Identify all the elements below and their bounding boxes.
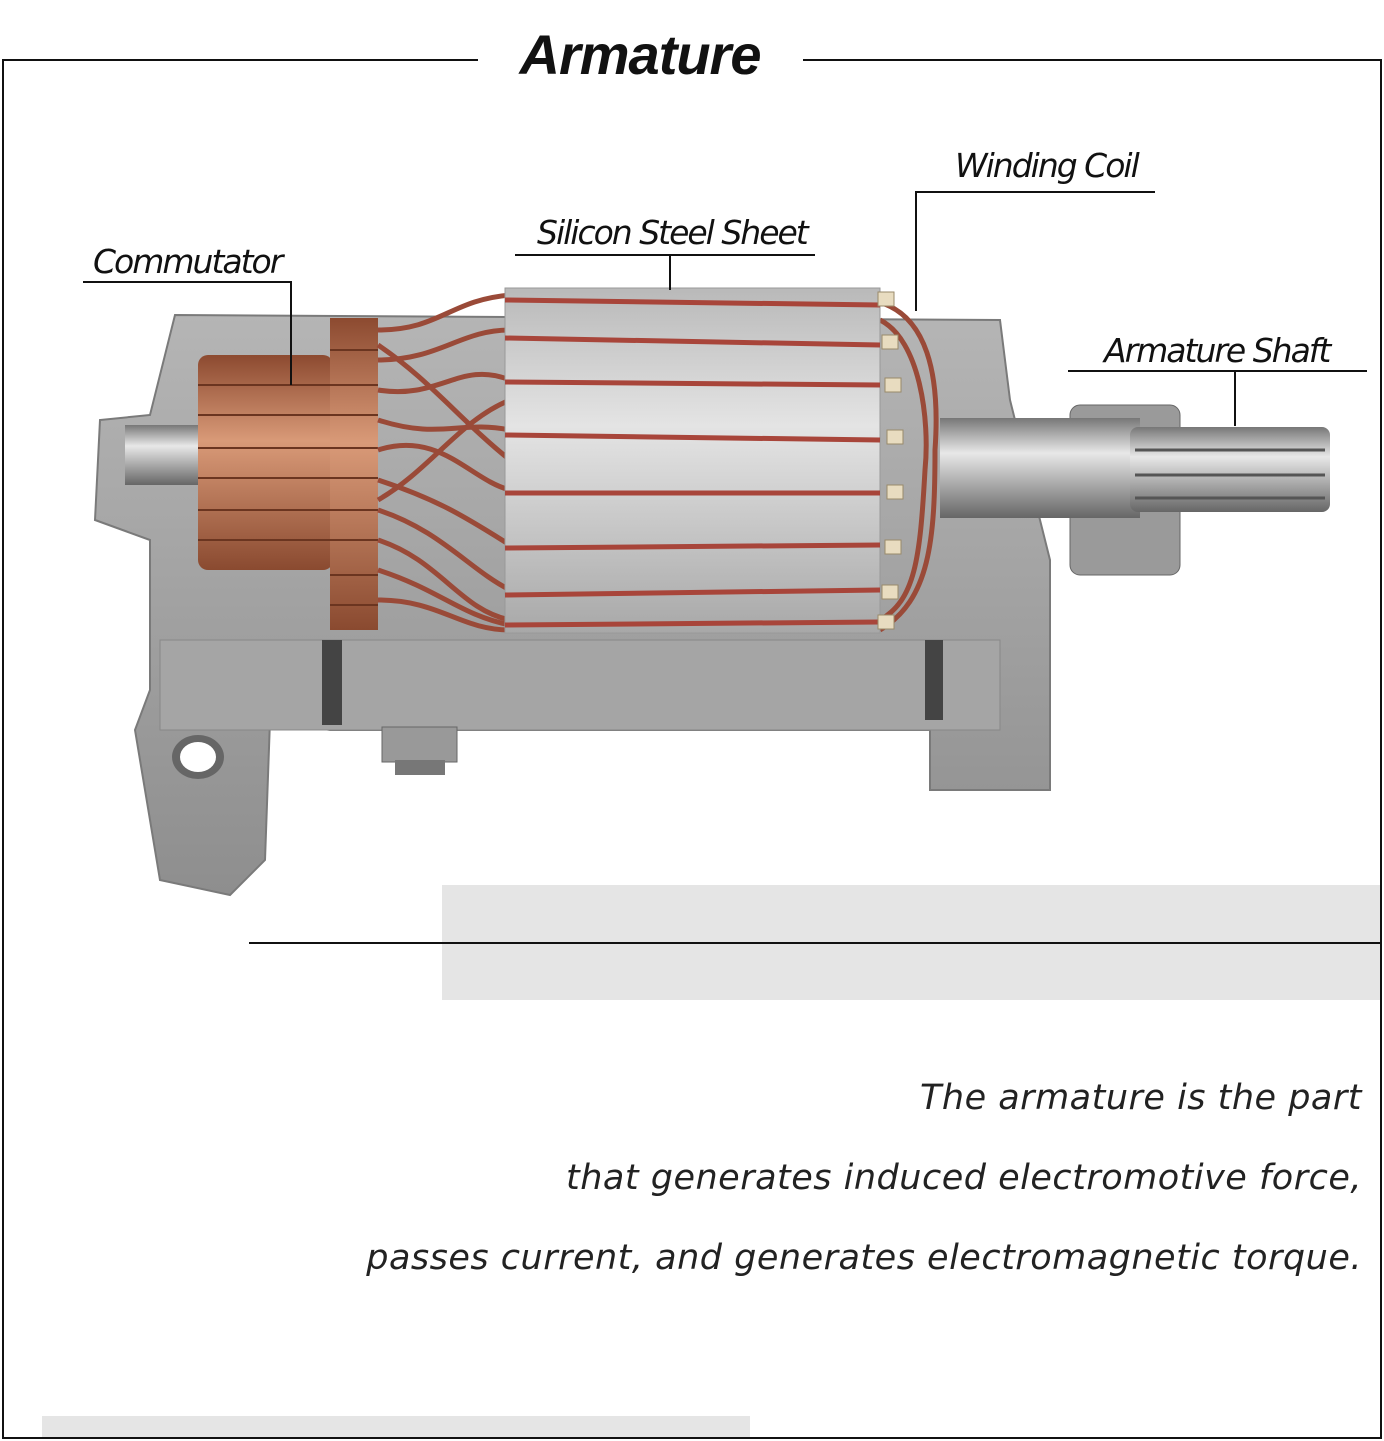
callout-line-commutator [83,281,292,283]
label-silicon-steel-sheet: Silicon Steel Sheet [537,213,809,252]
callout-line-armature-shaft [1068,370,1367,372]
description-line-3: passes current, and generates electromag… [366,1238,1362,1278]
description-line-1: The armature is the part [920,1078,1362,1118]
description-line-2: that generates induced electromotive for… [566,1158,1362,1198]
callout-line-winding-coil [915,191,1155,193]
callout-pointer-silicon-steel-sheet [669,254,671,290]
bottom-band [42,1416,750,1437]
armature-shaft [125,404,1330,576]
callout-line-silicon-steel-sheet [515,254,815,256]
winding-wires [376,292,939,633]
commutator [198,318,378,630]
frame-right [1380,59,1382,1439]
divider-line [249,942,1380,944]
frame-left [2,59,4,1439]
label-winding-coil: Winding Coil [955,146,1140,185]
page-title: Armature [519,23,762,86]
frame-bottom [2,1437,1382,1439]
label-armature-shaft: Armature Shaft [1104,331,1331,370]
callout-pointer-commutator [290,281,292,385]
label-commutator: Commutator [93,242,283,281]
callout-pointer-winding-coil [915,191,917,311]
silicon-steel-core [504,287,904,634]
frame-top-right [803,59,1382,61]
callout-pointer-armature-shaft [1234,370,1236,426]
frame-top-left [2,59,478,61]
